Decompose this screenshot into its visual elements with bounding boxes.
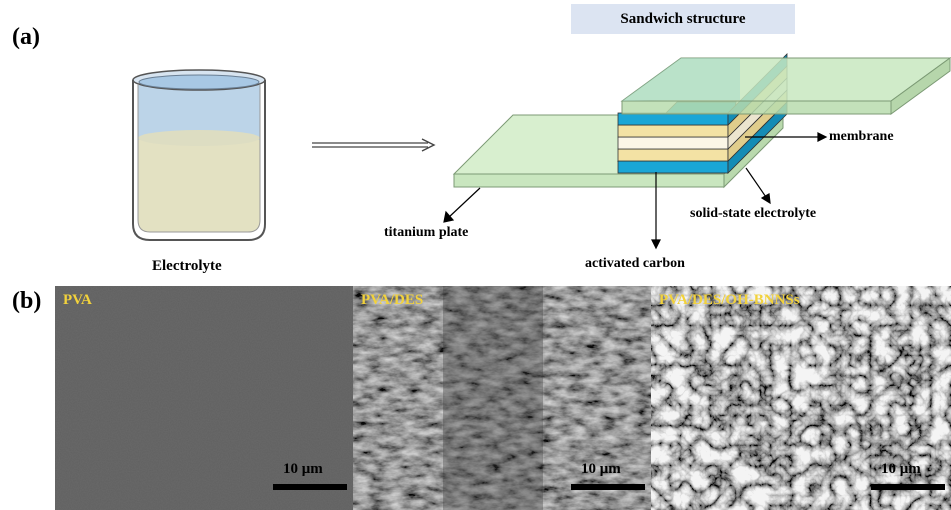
sem-image-pva-des-oh-bnnss: PVA/DES/OH-BNNSs 10 μm bbox=[651, 286, 951, 510]
membrane-label: membrane bbox=[829, 129, 894, 144]
electrolyte-beaker-icon bbox=[132, 69, 266, 241]
sem-image-pva: PVA 10 μm bbox=[55, 286, 353, 510]
scale-bar-pva-des bbox=[571, 484, 645, 490]
panel-b-letter: (b) bbox=[12, 288, 42, 314]
activated-carbon-label: activated carbon bbox=[585, 256, 685, 271]
process-arrow-icon bbox=[312, 138, 436, 152]
sandwich-structure-banner: Sandwich structure bbox=[571, 4, 795, 34]
solid-state-electrolyte-label: solid-state electrolyte bbox=[690, 206, 817, 221]
sandwich-structure-diagram bbox=[443, 53, 951, 250]
panel-a-letter: (a) bbox=[12, 24, 40, 50]
scale-text-pva: 10 μm bbox=[283, 461, 323, 477]
scale-text-pva-des: 10 μm bbox=[581, 461, 621, 477]
sem-label-pva-des-oh-bnnss: PVA/DES/OH-BNNSs bbox=[659, 292, 800, 308]
scale-bar-pva-des-oh-bnnss bbox=[871, 484, 945, 490]
electrolyte-label: Electrolyte bbox=[152, 258, 222, 274]
sem-label-pva-des: PVA/DES bbox=[361, 292, 424, 308]
scale-text-pva-des-oh-bnnss: 10 μm bbox=[881, 461, 921, 477]
sem-image-pva-des: PVA/DES 10 μm bbox=[353, 286, 651, 510]
scale-bar-pva bbox=[273, 484, 347, 490]
sem-label-pva: PVA bbox=[63, 292, 92, 308]
titanium-plate-label: titanium plate bbox=[384, 225, 469, 240]
